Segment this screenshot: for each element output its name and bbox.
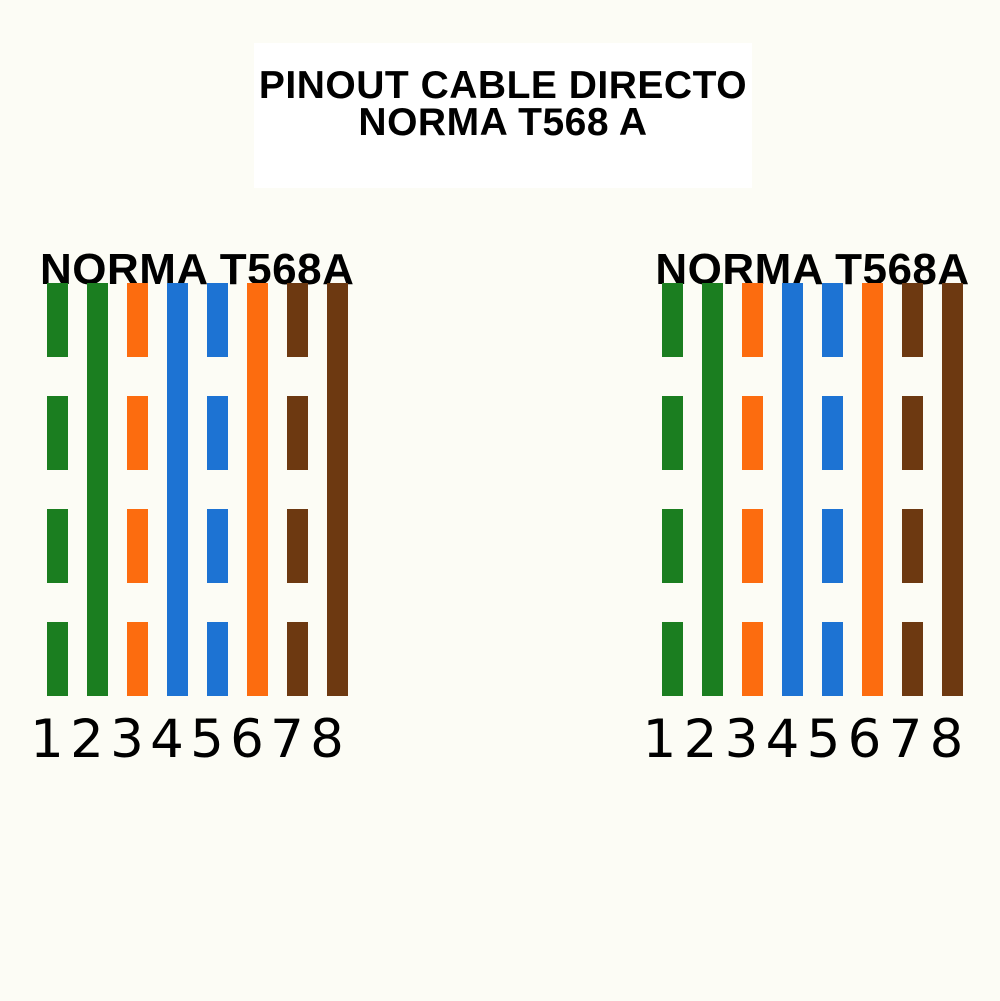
pin-number-7: 7: [270, 709, 304, 770]
pin-number-5: 5: [190, 709, 224, 770]
pin-number-4: 4: [150, 709, 184, 770]
wire-stripe-pin-2-solid: [702, 283, 723, 696]
pin-number-8: 8: [310, 709, 344, 770]
pin-number-8: 8: [929, 709, 964, 770]
wire-stripe-pin-4-solid: [167, 283, 188, 696]
title-box: PINOUT CABLE DIRECTO NORMA T568 A: [254, 43, 752, 188]
wire-stripe-pin-1-dashed: [662, 283, 683, 696]
wire-stripe-pin-7-dashed: [902, 283, 923, 696]
wire-stripe-pin-8-solid: [942, 283, 963, 696]
title-line-1: PINOUT CABLE DIRECTO: [258, 64, 748, 107]
wire-stripe-pin-5-dashed: [207, 283, 228, 696]
pin-number-2: 2: [70, 709, 104, 770]
wire-stripe-pin-8-solid: [327, 283, 348, 696]
pin-number-3: 3: [110, 709, 144, 770]
wire-stripe-pin-3-dashed: [742, 283, 763, 696]
wire-stripe-pin-7-dashed: [287, 283, 308, 696]
pin-number-1: 1: [30, 709, 64, 770]
wire-stripes-right: [662, 283, 963, 696]
wire-stripe-pin-6-solid: [862, 283, 883, 696]
wire-stripe-pin-1-dashed: [47, 283, 68, 696]
wire-stripe-pin-6-solid: [247, 283, 268, 696]
pin-number-7: 7: [888, 709, 923, 770]
pin-number-6: 6: [847, 709, 882, 770]
wire-stripe-pin-3-dashed: [127, 283, 148, 696]
pin-number-1: 1: [642, 709, 677, 770]
pin-number-6: 6: [230, 709, 264, 770]
wire-stripe-pin-5-dashed: [822, 283, 843, 696]
wire-stripes-left: [47, 283, 348, 696]
pin-number-2: 2: [683, 709, 718, 770]
pin-number-5: 5: [806, 709, 841, 770]
wire-stripe-pin-4-solid: [782, 283, 803, 696]
wire-stripe-pin-2-solid: [87, 283, 108, 696]
pin-number-4: 4: [765, 709, 800, 770]
title-line-2: NORMA T568 A: [358, 101, 648, 144]
pin-number-3: 3: [724, 709, 759, 770]
